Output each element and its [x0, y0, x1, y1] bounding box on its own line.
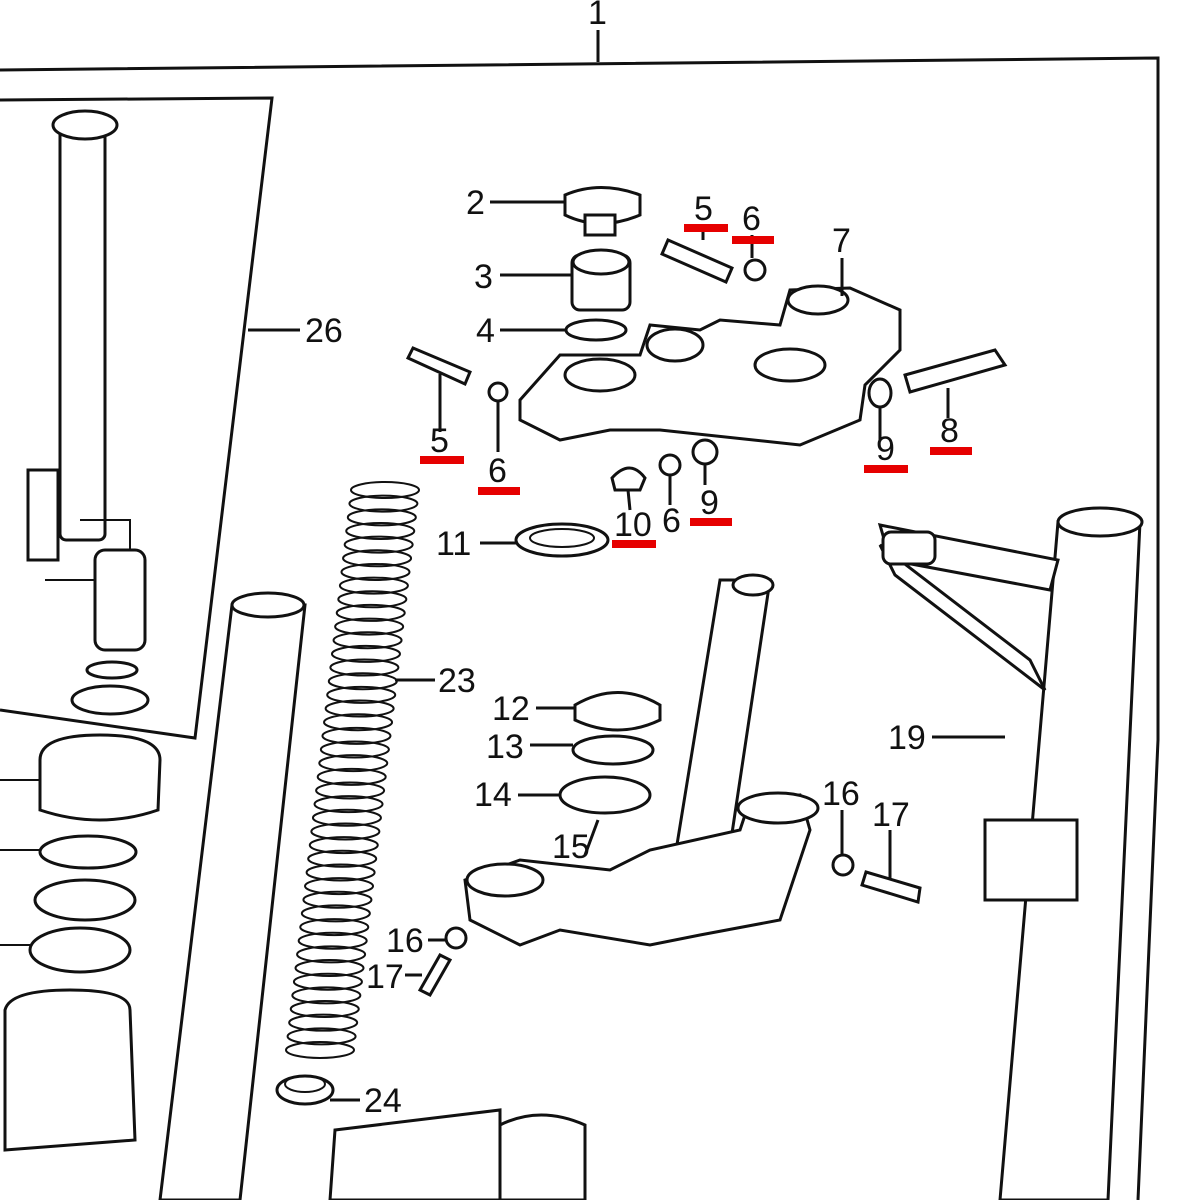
label-17-right: 17 [872, 796, 910, 834]
spring-coil [288, 1013, 359, 1032]
label-6-left: 6 [488, 452, 507, 490]
label-5-left: 5 [430, 422, 449, 460]
fork-subassembly-inset [0, 96, 300, 740]
label-9-mid: 9 [700, 484, 719, 522]
label-17-left: 17 [366, 958, 404, 996]
highlight-5-upper [684, 224, 728, 232]
part-24-nut [275, 1074, 335, 1106]
label-13: 13 [486, 728, 524, 766]
highlight-markers [420, 224, 972, 548]
left-fork-components [0, 733, 162, 1152]
label-15: 15 [552, 828, 590, 866]
spring-coil [304, 877, 375, 896]
spring-coil [348, 494, 419, 513]
label-1: 1 [588, 0, 607, 32]
highlight-10 [612, 540, 656, 548]
highlight-9-right [864, 465, 908, 473]
spring-coil [300, 904, 371, 923]
spring-coil [286, 1027, 357, 1046]
spring-coil [346, 508, 417, 527]
spring-coil [350, 481, 420, 499]
spring-coil [296, 945, 367, 964]
spring-coil [308, 836, 379, 855]
spring-coil [340, 562, 411, 581]
spring-coil [342, 549, 413, 568]
label-8: 8 [940, 412, 959, 450]
label-7: 7 [832, 222, 851, 260]
spring-coil [319, 740, 390, 759]
spring-coil [324, 699, 395, 718]
highlight-5-left [420, 456, 464, 464]
label-6-upper: 6 [742, 200, 761, 238]
label-9-right: 9 [876, 430, 895, 468]
label-16-right: 16 [822, 775, 860, 813]
spring-coil [316, 767, 387, 786]
spring-coil [307, 849, 378, 868]
highlight-8 [930, 447, 972, 455]
spring-coil [302, 890, 373, 909]
spring-coil [337, 590, 408, 609]
leader-lines [330, 200, 1005, 1102]
spring-coil [289, 1000, 360, 1019]
spring-coil [285, 1041, 355, 1059]
callout-labels: 1 2 3 4 5 6 7 26 5 6 9 8 10 6 9 11 23 12… [305, 0, 959, 1120]
spring-coil [334, 617, 405, 636]
spring-coil [330, 644, 401, 663]
spring-coil [315, 781, 386, 800]
spring-coil [326, 685, 397, 704]
spring-coil [297, 931, 368, 950]
label-16-left: 16 [386, 922, 424, 960]
spring-coil [291, 986, 362, 1005]
label-19: 19 [888, 719, 926, 757]
fork-spring [285, 481, 420, 1059]
label-24: 24 [364, 1082, 402, 1120]
spring-coil [338, 576, 409, 595]
highlight-6-left [478, 487, 520, 495]
spring-coil [332, 631, 403, 650]
label-3: 3 [474, 258, 493, 296]
label-10: 10 [614, 506, 652, 544]
spring-coil [292, 972, 363, 991]
label-14: 14 [474, 776, 512, 814]
label-12: 12 [492, 690, 530, 728]
spring-coil [335, 603, 406, 622]
right-fork-tube [877, 506, 1144, 1200]
top-bridge-assembly [405, 186, 1008, 558]
spring-coil [311, 808, 382, 827]
label-6-mid: 6 [662, 502, 681, 540]
label-11: 11 [436, 525, 471, 563]
label-4: 4 [476, 312, 495, 350]
label-26: 26 [305, 312, 343, 350]
spring-coil [343, 535, 414, 554]
assembly-frame [0, 30, 1160, 1200]
highlight-6-upper [732, 236, 774, 244]
label-2: 2 [466, 184, 485, 222]
spring-coil [323, 713, 394, 732]
label-23: 23 [438, 662, 476, 700]
fork-inner-tube [158, 591, 307, 1200]
spring-coil [294, 959, 365, 978]
spring-coil [318, 754, 389, 773]
spring-coil [310, 822, 381, 841]
spring-coil [345, 521, 416, 540]
label-5-upper: 5 [694, 190, 713, 228]
spring-coil [321, 726, 392, 745]
lower-axle-bracket [328, 1108, 587, 1200]
spring-coil [299, 918, 370, 937]
spring-coil [313, 795, 384, 814]
highlight-9-mid [690, 518, 732, 526]
steering-stem-assembly [417, 573, 922, 997]
spring-coil [329, 658, 400, 677]
spring-coil [305, 863, 376, 882]
